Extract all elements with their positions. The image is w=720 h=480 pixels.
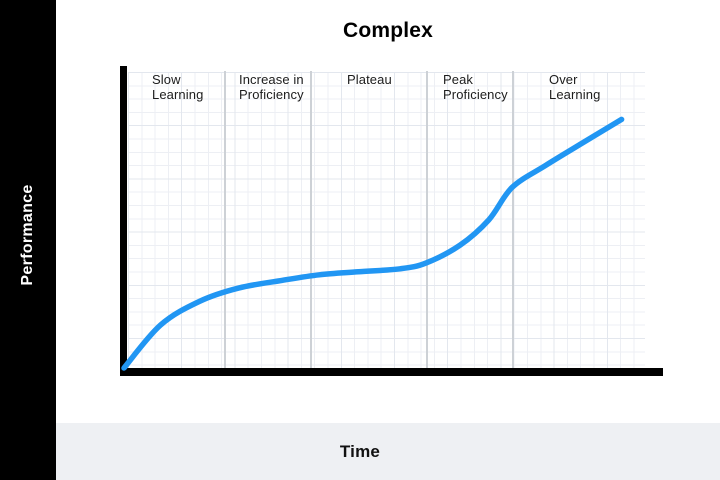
x-axis-title: Time (339, 442, 381, 461)
y-axis-band: Performance (0, 0, 56, 480)
y-axis-title: Performance (19, 184, 36, 286)
y-axis-line (120, 66, 127, 376)
x-axis-band (56, 423, 720, 480)
plot-grid (128, 72, 645, 368)
phase-label-peak-proficiency: Peak Proficiency (443, 72, 508, 102)
phase-divider (426, 71, 429, 368)
phase-label-plateau: Plateau (347, 72, 392, 87)
phase-divider (512, 71, 515, 368)
phase-divider (310, 71, 313, 368)
phase-label-slow-learning: Slow Learning (152, 72, 204, 102)
phase-divider (224, 71, 227, 368)
chart-title: Complex (342, 19, 434, 42)
x-axis-line (120, 368, 663, 376)
phase-label-over-learning: Over Learning (549, 72, 601, 102)
phase-label-increase-in-proficiency: Increase in Proficiency (239, 72, 304, 102)
